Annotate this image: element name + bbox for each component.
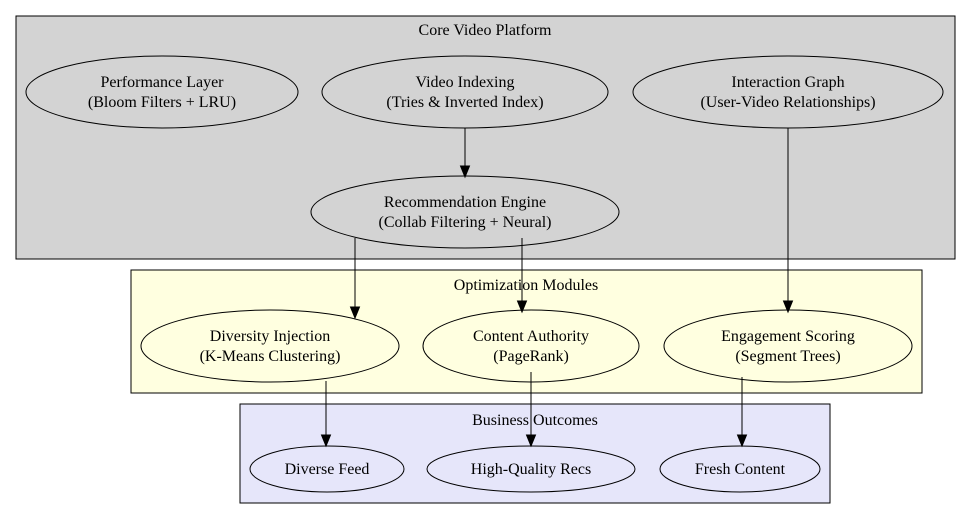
node-indexing-subtitle: (Tries & Inverted Index) — [386, 94, 543, 111]
cluster-title-optimization: Optimization Modules — [454, 277, 598, 294]
node-engagement-title: Engagement Scoring — [721, 328, 855, 345]
node-interaction-graph: Interaction Graph (User-Video Relationsh… — [632, 55, 944, 129]
node-indexing-title: Video Indexing — [415, 74, 514, 91]
node-recommendation-subtitle: (Collab Filtering + Neural) — [379, 214, 552, 231]
node-diversity-title: Diversity Injection — [210, 328, 330, 345]
node-high-quality-label: High-Quality Recs — [471, 461, 591, 478]
node-interaction-subtitle: (User-Video Relationships) — [700, 94, 875, 111]
cluster-optimization-modules: Optimization Modules — [130, 269, 923, 394]
edges — [320, 128, 794, 448]
node-performance-title: Performance Layer — [100, 74, 224, 91]
edge-recommendation-to-authority — [516, 238, 528, 314]
node-performance-subtitle: (Bloom Filters + LRU) — [88, 94, 236, 111]
edge-indexing-to-recommendation — [459, 128, 471, 179]
node-diversity-subtitle: (K-Means Clustering) — [200, 348, 341, 365]
node-fresh-content: Fresh Content — [659, 445, 821, 493]
node-diverse-feed-label: Diverse Feed — [285, 461, 370, 478]
node-engagement-subtitle: (Segment Trees) — [735, 348, 840, 365]
node-video-indexing: Video Indexing (Tries & Inverted Index) — [321, 55, 609, 129]
cluster-business-outcomes: Business Outcomes — [239, 403, 831, 504]
edge-interaction-to-engagement — [782, 128, 794, 314]
node-recommendation-engine: Recommendation Engine (Collab Filtering … — [310, 175, 620, 249]
node-engagement-scoring: Engagement Scoring (Segment Trees) — [663, 309, 913, 383]
edge-diversity-to-diverse-feed — [320, 381, 332, 448]
cluster-title-business: Business Outcomes — [472, 412, 598, 429]
edge-engagement-to-fresh-content — [736, 377, 748, 448]
node-performance-layer: Performance Layer (Bloom Filters + LRU) — [25, 55, 299, 129]
node-fresh-content-label: Fresh Content — [695, 461, 786, 478]
node-authority-title: Content Authority — [473, 328, 589, 345]
node-content-authority: Content Authority (PageRank) — [422, 309, 640, 383]
node-recommendation-title: Recommendation Engine — [384, 194, 546, 211]
node-high-quality-recs: High-Quality Recs — [426, 445, 636, 493]
edge-recommendation-to-diversity — [349, 238, 361, 320]
node-diversity-injection: Diversity Injection (K-Means Clustering) — [140, 309, 400, 383]
cluster-title-core: Core Video Platform — [419, 22, 553, 39]
node-diverse-feed: Diverse Feed — [249, 445, 405, 493]
node-authority-subtitle: (PageRank) — [493, 348, 569, 365]
node-interaction-title: Interaction Graph — [731, 74, 844, 91]
